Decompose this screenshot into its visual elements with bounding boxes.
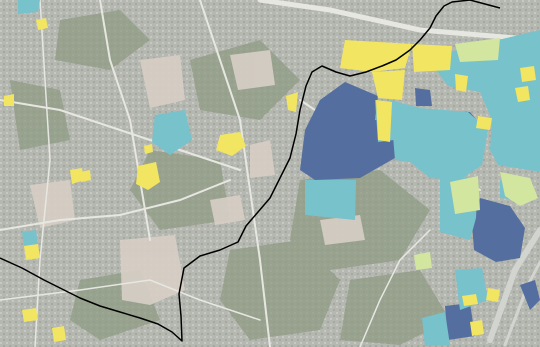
administrative-boundary: [0, 0, 501, 342]
zone-yellow: [24, 244, 40, 260]
zone-turquoise: [422, 312, 450, 346]
zone-yellow: [462, 294, 478, 306]
zone-yellow: [470, 320, 484, 336]
highway: [257, 0, 540, 43]
zone-yellow-layer: [4, 18, 536, 342]
bare-fields-layer: [30, 50, 365, 305]
railway: [487, 227, 540, 343]
zone-yellow: [515, 86, 530, 102]
zone-pale-green-layer: [414, 38, 538, 270]
zone-turquoise: [22, 230, 38, 246]
zone-dark-blue: [415, 88, 432, 106]
zone-pale-green: [455, 38, 500, 62]
zone-yellow: [22, 308, 38, 322]
zone-turquoise: [152, 110, 192, 155]
zone-yellow: [136, 162, 160, 190]
zone-turquoise: [305, 180, 356, 220]
zone-pale-green: [450, 176, 480, 214]
zone-yellow: [372, 70, 405, 100]
zone-yellow: [376, 100, 392, 142]
zone-turquoise: [430, 30, 540, 172]
zone-yellow: [476, 116, 492, 130]
zone-pale-green: [500, 172, 538, 206]
zone-yellow: [36, 18, 48, 30]
zone-turquoise: [390, 100, 488, 180]
zone-yellow: [412, 44, 452, 72]
zone-yellow: [286, 92, 298, 112]
zone-yellow: [486, 288, 500, 302]
zone-turquoise: [18, 0, 40, 14]
zone-yellow: [216, 132, 246, 156]
zone-yellow: [52, 326, 66, 342]
zone-yellow: [80, 170, 91, 182]
zone-yellow: [144, 144, 153, 154]
zone-yellow: [455, 74, 468, 92]
zone-dark-blue: [472, 198, 525, 262]
zone-dark-blue: [520, 280, 540, 310]
zone-dark-blue: [445, 303, 475, 340]
zone-yellow: [340, 40, 412, 72]
zone-yellow: [4, 94, 14, 106]
zone-pale-green: [414, 252, 432, 270]
zone-yellow: [520, 66, 536, 82]
